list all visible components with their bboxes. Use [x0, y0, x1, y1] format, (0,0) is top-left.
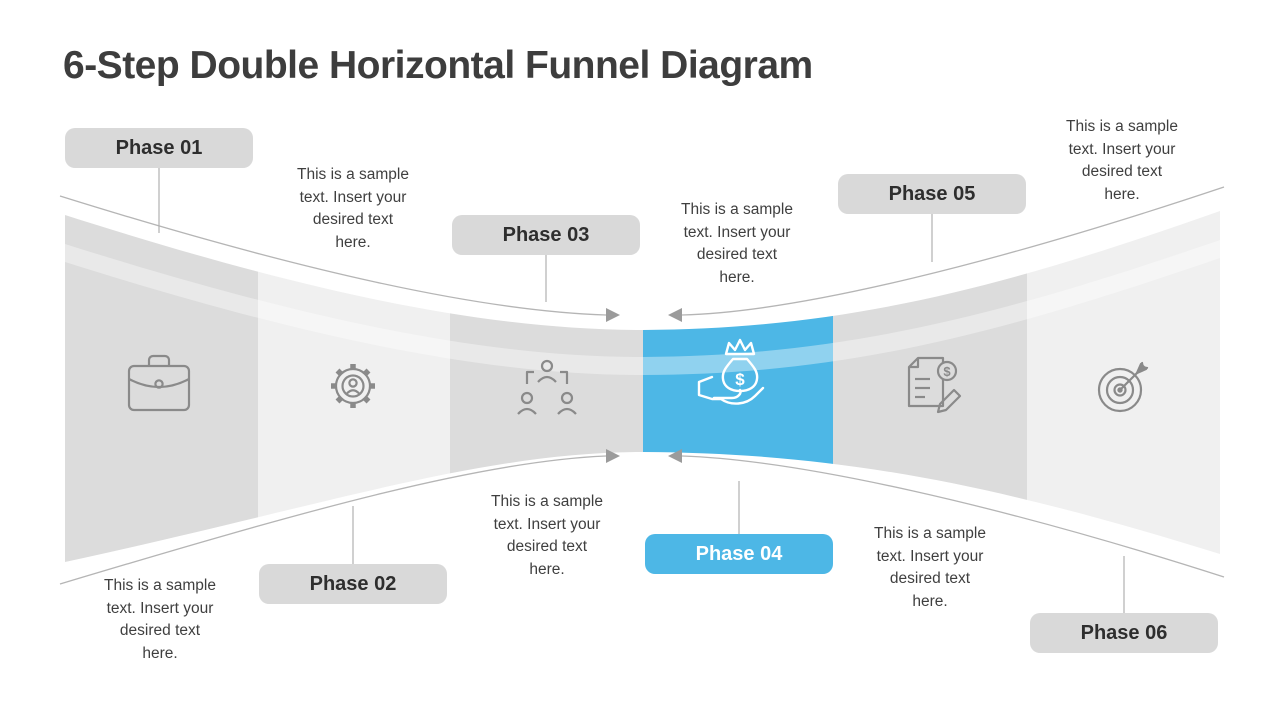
document-dollar-pencil-icon: $ [907, 356, 962, 414]
phase-02-badge[interactable]: Phase 02 [259, 564, 447, 604]
segment-phase-01[interactable] [65, 180, 258, 580]
phase-04-badge[interactable]: Phase 04 [645, 534, 833, 574]
money-bag-hand-icon: $ [697, 338, 765, 405]
phase-06-badge[interactable]: Phase 06 [1030, 613, 1218, 653]
arrowhead-bottom-left [606, 449, 620, 463]
page-title: 6-Step Double Horizontal Funnel Diagram [63, 44, 813, 87]
phase-03-badge[interactable]: Phase 03 [452, 215, 640, 255]
arrow-bottom-left [59, 455, 607, 585]
arrowhead-bottom-right [668, 449, 682, 463]
svg-text:$: $ [943, 364, 951, 379]
arrowhead-top-left [606, 308, 620, 322]
target-arrow-icon [1097, 361, 1149, 413]
briefcase-icon [127, 354, 191, 412]
arrowhead-top-right [668, 308, 682, 322]
phase-05-badge[interactable]: Phase 05 [838, 174, 1026, 214]
phase-01-badge[interactable]: Phase 01 [65, 128, 253, 168]
funnel-highlight-stripe [65, 240, 1220, 375]
arrow-bottom-right [681, 455, 1225, 578]
svg-text:$: $ [735, 370, 745, 389]
org-hierarchy-icon [517, 359, 577, 415]
gear-user-icon [331, 364, 375, 408]
arrow-top-left [59, 195, 607, 316]
arrow-top-right [681, 186, 1225, 316]
